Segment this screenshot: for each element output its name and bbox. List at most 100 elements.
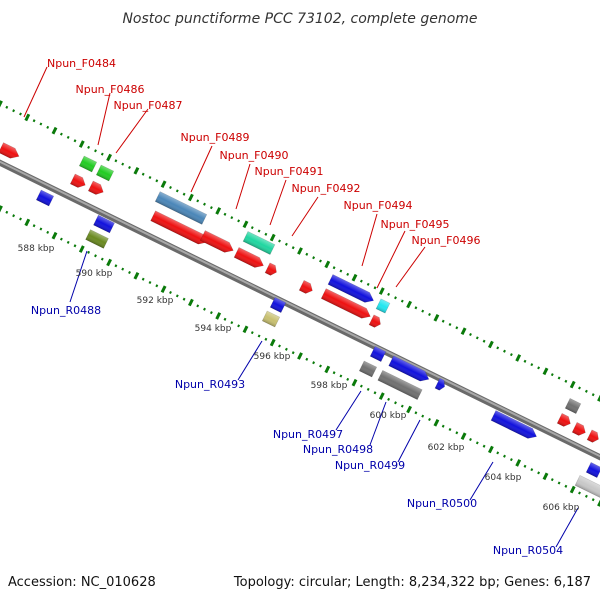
- tick-mark-lower: [257, 334, 261, 338]
- gene-feature[interactable]: [199, 230, 235, 256]
- tick-mark-upper: [175, 189, 179, 193]
- gene-feature[interactable]: [564, 398, 582, 414]
- tick-mark-upper: [128, 165, 131, 170]
- tick-mark-lower: [569, 485, 576, 494]
- gene-feature[interactable]: [93, 214, 115, 234]
- tick-mark-upper: [291, 246, 295, 250]
- tick-mark-lower: [373, 391, 377, 395]
- gene-feature[interactable]: [269, 297, 287, 313]
- tick-mark-lower: [455, 431, 459, 435]
- gene-feature[interactable]: [369, 346, 387, 362]
- gene-feature[interactable]: [261, 310, 281, 328]
- gene-feature[interactable]: [574, 475, 600, 499]
- forward-gene-label[interactable]: Npun_F0494: [344, 199, 413, 212]
- gene-feature[interactable]: [388, 355, 432, 384]
- tick-mark-upper: [400, 299, 404, 303]
- tick-mark-lower: [475, 441, 479, 445]
- tick-mark-upper: [441, 319, 445, 323]
- forward-gene-label[interactable]: Npun_F0489: [181, 131, 250, 144]
- reverse-gene-label[interactable]: Npun_R0499: [335, 459, 405, 472]
- tick-mark-upper: [203, 202, 206, 206]
- gene-feature[interactable]: [233, 247, 266, 270]
- tick-mark-upper: [12, 109, 16, 113]
- gene-feature[interactable]: [298, 280, 315, 295]
- tick-mark-lower: [19, 217, 22, 221]
- tick-mark-lower: [250, 331, 254, 335]
- tick-mark-upper: [591, 393, 595, 397]
- gene-feature[interactable]: [320, 288, 373, 322]
- tick-mark-lower: [414, 411, 418, 415]
- reverse-gene-label[interactable]: Npun_R0498: [303, 443, 373, 456]
- gene-feature[interactable]: [327, 274, 376, 305]
- tick-mark-lower: [51, 231, 58, 240]
- gene-feature[interactable]: [85, 229, 109, 249]
- tick-mark-lower: [106, 258, 112, 267]
- gene-feature[interactable]: [35, 189, 55, 207]
- reverse-gene-label[interactable]: Npun_R0488: [31, 304, 101, 317]
- tick-mark-upper: [359, 279, 363, 283]
- reverse-gene-label[interactable]: Npun_R0504: [493, 544, 563, 557]
- leader-line-reverse: [335, 390, 362, 431]
- tick-mark-lower: [169, 290, 172, 295]
- gene-feature[interactable]: [375, 298, 391, 314]
- tick-mark-lower: [39, 227, 43, 231]
- gene-feature[interactable]: [242, 231, 276, 255]
- gene-feature[interactable]: [586, 429, 600, 444]
- tick-mark-lower: [73, 244, 77, 248]
- gene-feature[interactable]: [585, 462, 600, 478]
- gene-feature[interactable]: [264, 262, 279, 277]
- tick-mark-upper: [503, 349, 506, 353]
- forward-gene-label[interactable]: Npun_F0487: [114, 99, 183, 112]
- tick-mark-upper: [584, 389, 588, 393]
- gene-feature[interactable]: [490, 410, 539, 441]
- tick-mark-lower: [12, 214, 16, 218]
- forward-gene-label[interactable]: Npun_F0490: [220, 149, 289, 162]
- gene-feature[interactable]: [150, 210, 210, 247]
- tick-mark-lower: [515, 459, 522, 467]
- tick-mark-lower: [312, 361, 316, 365]
- tick-mark-lower: [387, 397, 391, 401]
- tick-mark-upper: [87, 145, 91, 149]
- tick-mark-upper: [73, 139, 77, 143]
- tick-mark-lower: [133, 271, 140, 280]
- tick-mark-upper: [578, 386, 581, 390]
- tick-mark-lower: [441, 424, 445, 428]
- tick-mark-upper: [515, 354, 522, 362]
- gene-feature[interactable]: [377, 369, 423, 401]
- reverse-gene-label[interactable]: Npun_R0500: [407, 497, 477, 510]
- reverse-gene-label[interactable]: Npun_R0497: [273, 428, 343, 441]
- tick-mark-upper: [169, 185, 172, 190]
- tick-mark-upper: [542, 367, 549, 376]
- gene-feature[interactable]: [556, 413, 573, 428]
- gene-feature[interactable]: [0, 142, 21, 162]
- forward-gene-label[interactable]: Npun_F0496: [412, 234, 481, 247]
- tick-mark-upper: [230, 216, 234, 220]
- tick-mark-upper: [569, 380, 576, 389]
- tick-mark-upper: [488, 340, 494, 349]
- track-upper-ticks: [0, 100, 600, 402]
- forward-gene-label[interactable]: Npun_F0491: [255, 165, 324, 178]
- gene-feature[interactable]: [87, 180, 105, 197]
- tick-mark-upper: [373, 286, 377, 290]
- leader-line-forward: [395, 246, 426, 288]
- gene-feature[interactable]: [358, 360, 378, 378]
- forward-gene-label[interactable]: Npun_F0492: [292, 182, 361, 195]
- forward-gene-label[interactable]: Npun_F0486: [76, 83, 145, 96]
- tick-mark-lower: [297, 352, 303, 360]
- forward-gene-label[interactable]: Npun_F0495: [381, 218, 450, 231]
- tick-mark-upper: [51, 126, 58, 135]
- gene-feature[interactable]: [571, 422, 588, 437]
- tick-mark-upper: [421, 309, 425, 313]
- tick-mark-lower: [269, 338, 276, 347]
- gene-feature[interactable]: [78, 155, 98, 173]
- gene-feature[interactable]: [434, 377, 447, 391]
- tick-mark-upper: [78, 140, 85, 148]
- gene-feature[interactable]: [154, 191, 208, 225]
- tick-mark-lower: [209, 311, 213, 315]
- leader-line-forward: [115, 108, 149, 154]
- gene-feature[interactable]: [368, 314, 383, 329]
- reverse-gene-label[interactable]: Npun_R0493: [175, 378, 245, 391]
- gene-feature[interactable]: [95, 164, 115, 182]
- forward-gene-label[interactable]: Npun_F0484: [47, 57, 116, 70]
- gene-feature[interactable]: [69, 173, 87, 190]
